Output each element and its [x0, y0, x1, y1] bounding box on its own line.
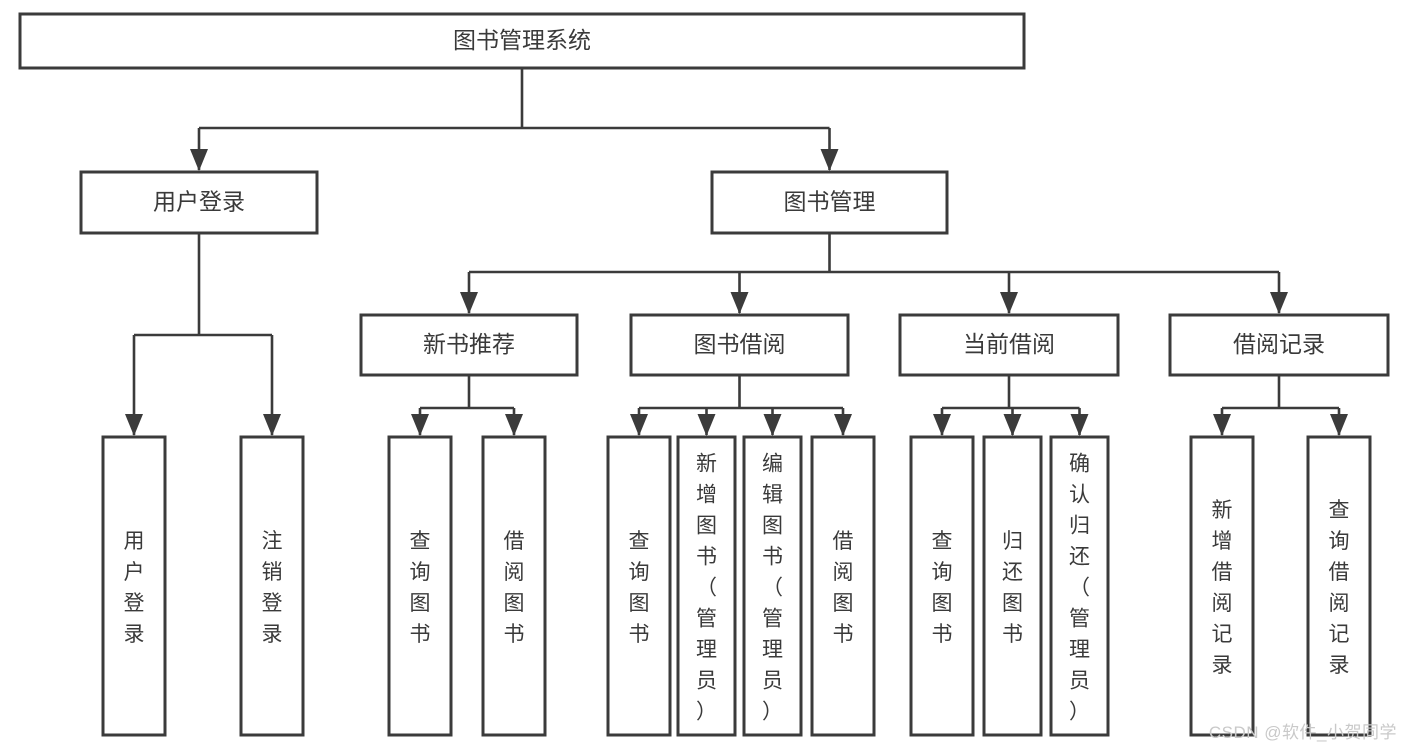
level3-node-book-borrow-box[interactable]	[629, 313, 850, 377]
leaf-node-leaf-query-book-3-label: 查询图书	[932, 530, 953, 646]
arrow-head-icon	[125, 414, 143, 436]
arrow-head-icon	[1330, 414, 1348, 436]
arrow-head-icon	[697, 414, 716, 436]
leaf-node-leaf-confirm-return[interactable]: 确认归还（管理员）	[1049, 435, 1110, 737]
level3-node-borrow-record-box[interactable]	[1168, 313, 1390, 377]
leaf-node-leaf-query-book-1-box[interactable]	[387, 435, 453, 737]
arrow-head-icon	[190, 149, 208, 171]
level2-node-user-login-label: 用户登录	[153, 189, 245, 215]
leaf-node-leaf-logout-login[interactable]: 注销登录	[239, 435, 305, 737]
level2-node-book-management-label: 图书管理	[784, 189, 876, 215]
node-layer: 图书管理系统用户登录图书管理新书推荐图书借阅当前借阅借阅记录用户登录注销登录查询…	[18, 12, 1390, 737]
arrow-head-icon	[834, 414, 852, 436]
root-node-book-management-system-box[interactable]	[18, 12, 1026, 70]
leaf-node-leaf-query-record-label: 查询借阅记录	[1329, 499, 1350, 677]
leaf-node-leaf-return-book-box[interactable]	[982, 435, 1043, 737]
leaf-node-leaf-logout-login-box[interactable]	[239, 435, 305, 737]
level3-node-current-borrow[interactable]: 当前借阅	[898, 313, 1120, 377]
leaf-node-leaf-add-book-box[interactable]	[676, 435, 737, 737]
leaf-node-leaf-query-book-3-box[interactable]	[909, 435, 975, 737]
leaf-node-leaf-query-book-1[interactable]: 查询图书	[387, 435, 453, 737]
level3-node-book-borrow[interactable]: 图书借阅	[629, 313, 850, 377]
leaf-node-leaf-return-book[interactable]: 归还图书	[982, 435, 1043, 737]
arrow-head-icon	[630, 414, 648, 436]
arrow-head-icon	[1003, 414, 1022, 436]
leaf-node-leaf-add-record[interactable]: 新增借阅记录	[1189, 435, 1255, 737]
level3-node-book-borrow-label: 图书借阅	[694, 331, 786, 357]
leaf-node-leaf-borrow-book-2-box[interactable]	[810, 435, 876, 737]
arrow-head-icon	[763, 414, 782, 436]
leaf-node-leaf-edit-book-label: 编辑图书（管理员）	[762, 453, 783, 724]
leaf-node-leaf-user-login-label: 用户登录	[124, 530, 145, 646]
leaf-node-leaf-query-record-box[interactable]	[1306, 435, 1372, 737]
leaf-node-leaf-edit-book[interactable]: 编辑图书（管理员）	[742, 435, 803, 737]
level2-node-book-management-box[interactable]	[710, 170, 949, 235]
arrow-head-icon	[411, 414, 429, 436]
level3-node-current-borrow-box[interactable]	[898, 313, 1120, 377]
arrow-head-icon	[1213, 414, 1231, 436]
arrow-head-icon	[933, 414, 951, 436]
arrow-head-icon	[263, 414, 281, 436]
root-node-book-management-system[interactable]: 图书管理系统	[18, 12, 1026, 70]
leaf-node-leaf-add-record-label: 新增借阅记录	[1212, 499, 1233, 677]
leaf-node-leaf-logout-login-label: 注销登录	[262, 530, 283, 646]
level3-node-new-book-recommend-label: 新书推荐	[423, 331, 515, 357]
level3-node-borrow-record[interactable]: 借阅记录	[1168, 313, 1390, 377]
leaf-node-leaf-add-book-label: 新增图书（管理员）	[696, 453, 717, 724]
level3-node-borrow-record-label: 借阅记录	[1233, 331, 1325, 357]
connector-layer	[125, 68, 1348, 436]
level2-node-user-login[interactable]: 用户登录	[79, 170, 319, 235]
level3-node-current-borrow-label: 当前借阅	[963, 331, 1055, 357]
arrow-head-icon	[1070, 414, 1089, 436]
leaf-node-leaf-return-book-label: 归还图书	[1002, 530, 1023, 646]
leaf-node-leaf-user-login[interactable]: 用户登录	[101, 435, 167, 737]
leaf-node-leaf-confirm-return-label: 确认归还（管理员）	[1069, 453, 1090, 724]
leaf-node-leaf-add-book[interactable]: 新增图书（管理员）	[676, 435, 737, 737]
arrow-head-icon	[505, 414, 523, 436]
arrow-head-icon	[460, 292, 478, 314]
level2-node-book-management[interactable]: 图书管理	[710, 170, 949, 235]
level2-node-user-login-box[interactable]	[79, 170, 319, 235]
leaf-node-leaf-borrow-book-2[interactable]: 借阅图书	[810, 435, 876, 737]
leaf-node-leaf-confirm-return-box[interactable]	[1049, 435, 1110, 737]
arrow-head-icon	[1000, 292, 1018, 314]
leaf-node-leaf-borrow-book-2-label: 借阅图书	[833, 530, 854, 646]
leaf-node-leaf-query-record[interactable]: 查询借阅记录	[1306, 435, 1372, 737]
root-node-book-management-system-label: 图书管理系统	[453, 27, 591, 53]
leaf-node-leaf-query-book-2[interactable]: 查询图书	[606, 435, 672, 737]
leaf-node-leaf-borrow-book-1-box[interactable]	[481, 435, 547, 737]
level3-node-new-book-recommend-box[interactable]	[359, 313, 579, 377]
leaf-node-leaf-query-book-1-label: 查询图书	[410, 530, 431, 646]
arrow-head-icon	[1270, 292, 1288, 314]
level3-node-new-book-recommend[interactable]: 新书推荐	[359, 313, 579, 377]
leaf-node-leaf-query-book-2-box[interactable]	[606, 435, 672, 737]
leaf-node-leaf-query-book-3[interactable]: 查询图书	[909, 435, 975, 737]
leaf-node-leaf-borrow-book-1[interactable]: 借阅图书	[481, 435, 547, 737]
leaf-node-leaf-borrow-book-1-label: 借阅图书	[504, 530, 525, 646]
leaf-node-leaf-user-login-box[interactable]	[101, 435, 167, 737]
leaf-node-leaf-query-book-2-label: 查询图书	[629, 530, 650, 646]
leaf-node-leaf-edit-book-box[interactable]	[742, 435, 803, 737]
arrow-head-icon	[730, 292, 749, 314]
leaf-node-leaf-add-record-box[interactable]	[1189, 435, 1255, 737]
arrow-head-icon	[820, 149, 839, 171]
